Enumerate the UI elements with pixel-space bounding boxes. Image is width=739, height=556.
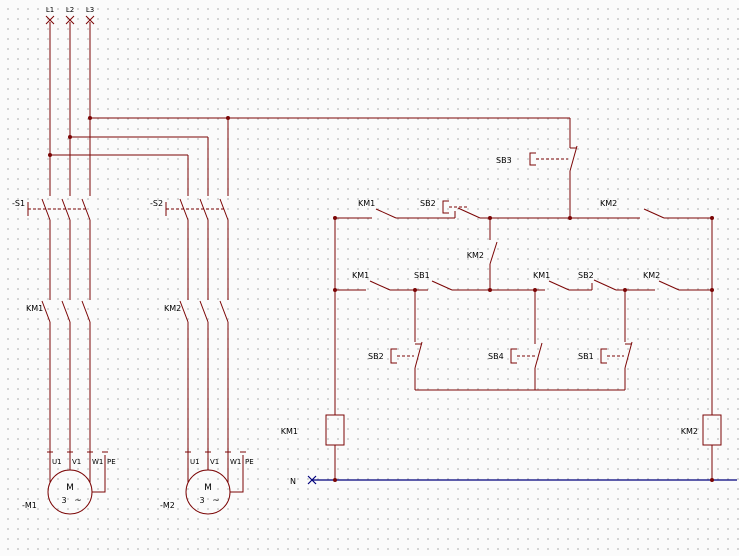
contact-km1-rung2[interactable]: KM1: [352, 271, 391, 291]
contact-km2-interlock[interactable]: KM2: [467, 241, 498, 265]
phase-l3-label: L3: [86, 6, 94, 14]
contact-blade: [534, 342, 543, 369]
motor-phases: 3: [61, 496, 66, 505]
neutral-line: N: [290, 475, 737, 486]
neutral-label: N: [290, 477, 296, 486]
contact-blade: [41, 300, 91, 323]
coil-body: [702, 414, 722, 446]
motor-letter: M: [204, 483, 212, 493]
control-circuit-wires: [334, 118, 713, 480]
motor-letter: M: [66, 483, 74, 493]
contact-km1-label: KM1: [352, 271, 369, 280]
contact-sb1-rung2[interactable]: SB1: [414, 271, 453, 291]
wire: [50, 117, 570, 156]
pe-wire: [230, 455, 244, 493]
button-sb2-bottom[interactable]: SB2: [368, 341, 423, 369]
contact-km1-rung1[interactable]: KM1: [358, 199, 397, 219]
supply-labels: L1 L2 L3: [46, 6, 94, 14]
supply-terminal-icon: [45, 15, 95, 25]
terminal-pe-label: PE: [245, 458, 254, 466]
contact-blade: [548, 280, 570, 291]
motor-m1-label: -M1: [22, 501, 37, 510]
terminal-pe-label: PE: [107, 458, 116, 466]
contact-km2-rung2[interactable]: KM2: [643, 271, 680, 291]
contact-sb1-label: SB1: [414, 271, 430, 280]
contact-blade: [643, 208, 665, 219]
button-sb1-label: SB1: [578, 352, 594, 361]
button-actuator: [600, 348, 607, 364]
contactor-km2-main-contacts[interactable]: KM2: [164, 300, 229, 323]
contact-blade: [414, 341, 423, 369]
contact-blade: [375, 208, 397, 219]
button-actuator: [390, 348, 397, 364]
motor-circle: [47, 469, 93, 515]
contact-km2-label: KM2: [467, 251, 484, 260]
button-actuator: [510, 348, 517, 364]
phase-l1-label: L1: [46, 6, 54, 14]
contactor-km2-label: KM2: [164, 304, 181, 313]
contact-sb2-rung2[interactable]: SB2: [578, 271, 617, 291]
contact-km1b-rung2[interactable]: KM1: [533, 271, 570, 291]
contact-sb2-label: SB2: [578, 271, 594, 280]
contact-blade: [179, 300, 229, 323]
contact-blade: [489, 241, 498, 265]
contact-km1-label: KM1: [358, 199, 375, 208]
contact-blade: [593, 279, 617, 291]
phase-l2-label: L2: [66, 6, 74, 14]
button-sb2-label: SB2: [420, 199, 436, 208]
motor-m2[interactable]: U1 V1 W1 PE M 3 ~ -M2: [160, 458, 254, 515]
disconnect-switch-s2[interactable]: -S2: [150, 198, 229, 221]
motor-phases: 3: [199, 496, 204, 505]
coil-km1-label: KM1: [281, 427, 298, 436]
motor-m1[interactable]: U1 V1 W1 PE M 3 ~ -M1: [22, 458, 116, 515]
terminal-w1-label: W1: [92, 458, 103, 466]
terminal-w1-label: W1: [230, 458, 241, 466]
coil-km1[interactable]: KM1: [281, 414, 345, 446]
contact-km2-label: KM2: [643, 271, 660, 280]
button-actuator: [529, 152, 536, 166]
button-sb4-label: SB4: [488, 352, 504, 361]
terminal-v1-label: V1: [72, 458, 81, 466]
contact-km2-label: KM2: [600, 199, 617, 208]
neutral-terminal-icon: [307, 475, 317, 485]
button-sb1-bottom[interactable]: SB1: [578, 341, 633, 369]
contactor-km1-label: KM1: [26, 304, 43, 313]
coil-km2-label: KM2: [681, 427, 698, 436]
contact-blade: [369, 280, 391, 291]
button-sb4-bottom[interactable]: SB4: [488, 342, 543, 369]
stop-button-sb3[interactable]: SB3: [496, 145, 578, 172]
contact-km2-rung1[interactable]: KM2: [600, 199, 665, 219]
power-feeder-wires: [45, 15, 570, 493]
contact-blade: [457, 207, 481, 219]
terminal-v1-label: V1: [210, 458, 219, 466]
contact-blade: [569, 145, 578, 172]
junction-dots: [48, 116, 714, 482]
motor-m2-label: -M2: [160, 501, 175, 510]
terminal-u1-label: U1: [52, 458, 62, 466]
button-sb2-rung1[interactable]: SB2: [420, 199, 481, 219]
disconnect-switch-s1[interactable]: -S1: [12, 198, 91, 221]
button-actuator: [442, 200, 449, 214]
pe-wire: [92, 455, 106, 493]
coil-km2[interactable]: KM2: [681, 414, 722, 446]
coil-body: [325, 414, 345, 446]
contact-blade: [658, 280, 680, 291]
terminal-u1-label: U1: [190, 458, 200, 466]
contactor-km1-main-contacts[interactable]: KM1: [26, 300, 91, 323]
motor-ac-symbol: ~: [212, 496, 220, 506]
contact-blade: [431, 280, 453, 291]
motor-circle: [185, 469, 231, 515]
contact-blade: [624, 341, 633, 369]
button-sb2-label: SB2: [368, 352, 384, 361]
button-sb3-label: SB3: [496, 156, 512, 165]
contact-km1-label: KM1: [533, 271, 550, 280]
motor-ac-symbol: ~: [74, 496, 82, 506]
switch-s2-label: -S2: [150, 199, 163, 208]
switch-s1-label: -S1: [12, 199, 25, 208]
